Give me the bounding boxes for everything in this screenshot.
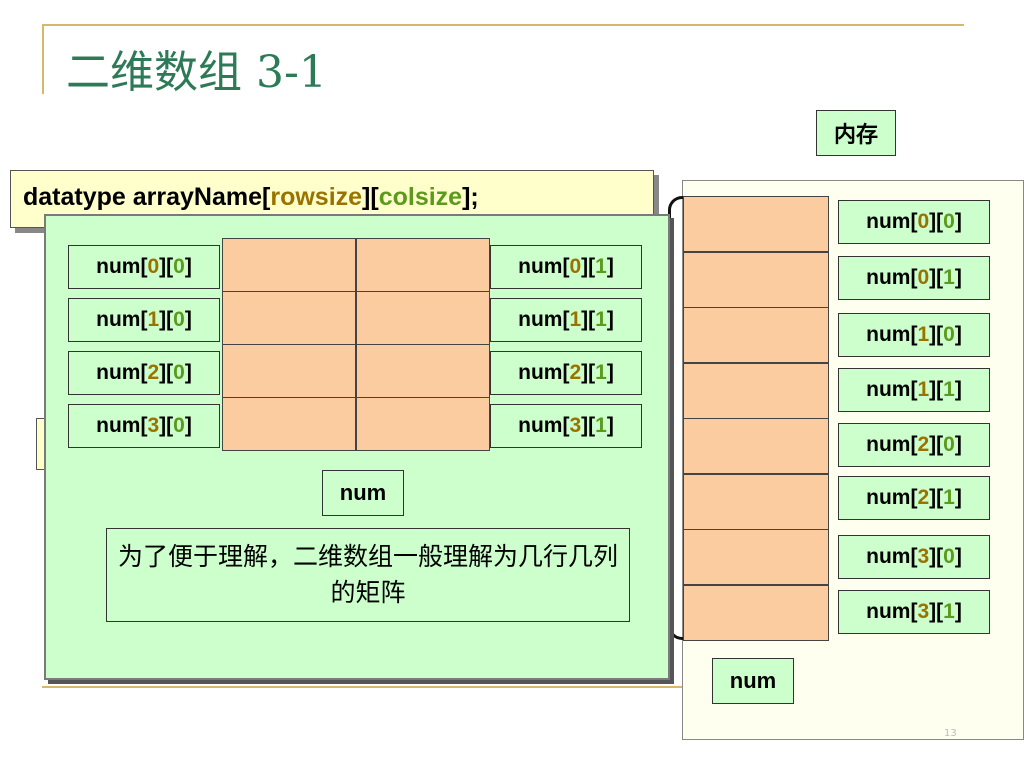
top-rule bbox=[42, 24, 964, 26]
matrix-cell bbox=[222, 397, 356, 451]
matrix-cell bbox=[356, 291, 490, 345]
matrix-cell bbox=[356, 238, 490, 292]
memory-element-label: num[2][0] bbox=[838, 423, 990, 467]
decl-suffix: ]; bbox=[462, 183, 479, 211]
matrix-cell bbox=[222, 238, 356, 292]
matrix-cell bbox=[222, 291, 356, 345]
memory-cell bbox=[683, 529, 829, 585]
decl-rowsize: rowsize bbox=[270, 183, 363, 211]
memory-cell bbox=[683, 196, 829, 252]
memory-element-label: num[3][1] bbox=[838, 590, 990, 634]
memory-element-label: num[1][1] bbox=[838, 368, 990, 412]
matrix-cell bbox=[222, 344, 356, 398]
memory-element-label: num[2][1] bbox=[838, 476, 990, 520]
matrix-cell bbox=[356, 344, 490, 398]
memory-element-label: num[1][0] bbox=[838, 313, 990, 357]
matrix-array-name: num bbox=[322, 470, 404, 516]
memory-label: 内存 bbox=[816, 110, 896, 156]
page-number: 13 bbox=[944, 728, 957, 739]
decl-prefix: datatype arrayName[ bbox=[23, 183, 271, 211]
memory-cell bbox=[683, 584, 829, 641]
matrix-element-label: num[0][1] bbox=[490, 245, 642, 289]
memory-cell bbox=[683, 251, 829, 308]
memory-element-label: num[3][0] bbox=[838, 535, 990, 579]
memory-cell bbox=[683, 307, 829, 363]
memory-element-label: num[0][0] bbox=[838, 200, 990, 244]
slide-title: 二维数组 3-1 bbox=[66, 47, 327, 98]
left-rule bbox=[42, 24, 44, 94]
matrix-element-label: num[3][0] bbox=[68, 404, 220, 448]
matrix-element-label: num[0][0] bbox=[68, 245, 220, 289]
decl-colsize: colsize bbox=[378, 183, 463, 211]
matrix-element-label: num[2][1] bbox=[490, 351, 642, 395]
memory-cell bbox=[683, 418, 829, 474]
matrix-cell bbox=[356, 397, 490, 451]
matrix-element-label: num[2][0] bbox=[68, 351, 220, 395]
memory-element-label: num[0][1] bbox=[838, 256, 990, 300]
matrix-explanation-note: 为了便于理解，二维数组一般理解为几行几列的矩阵 bbox=[106, 528, 630, 622]
memory-array-name: num bbox=[712, 658, 794, 704]
memory-cell bbox=[683, 362, 829, 419]
bottom-rule bbox=[42, 686, 682, 688]
matrix-element-label: num[1][1] bbox=[490, 298, 642, 342]
matrix-element-label: num[1][0] bbox=[68, 298, 220, 342]
memory-cell bbox=[683, 473, 829, 530]
decl-mid: ][ bbox=[362, 183, 379, 211]
matrix-element-label: num[3][1] bbox=[490, 404, 642, 448]
